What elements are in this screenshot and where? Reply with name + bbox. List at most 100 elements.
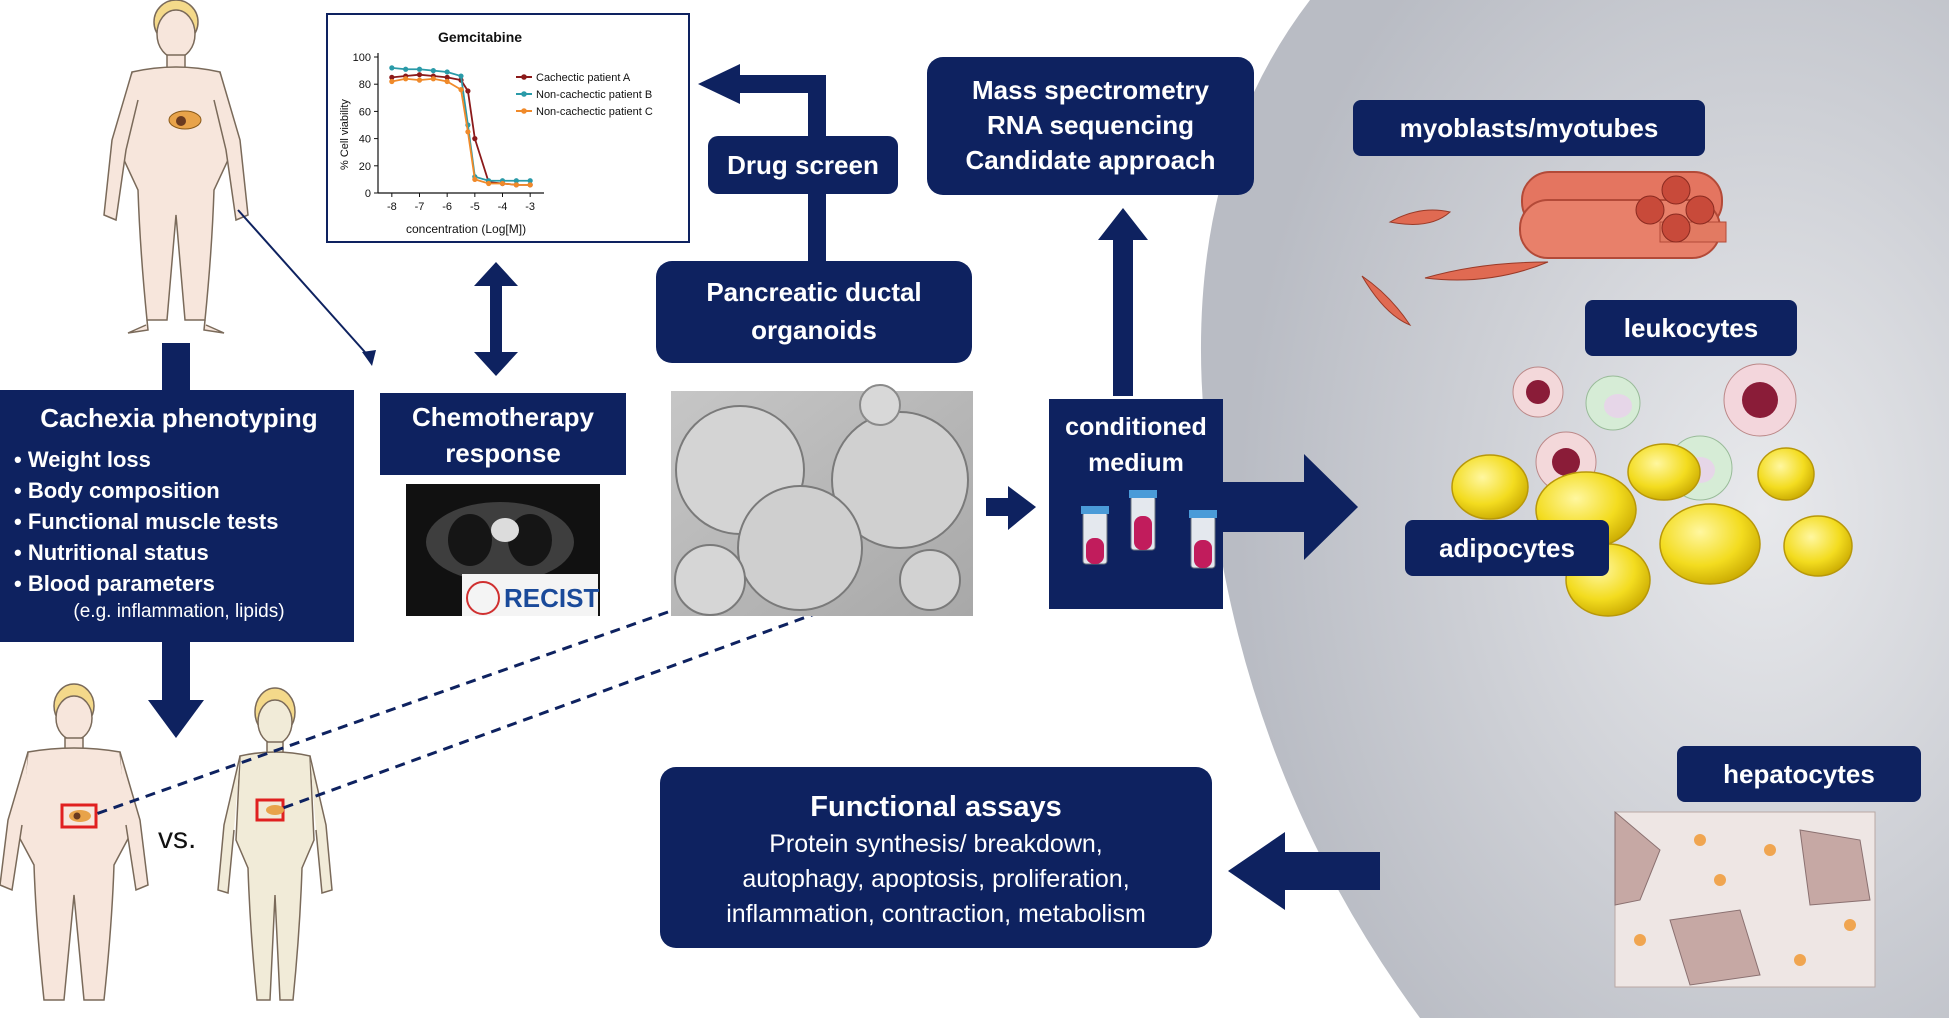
data-point [416,77,423,83]
legend-entry: Cachectic patient A [536,72,631,84]
criterion-item: Nutritional status [14,537,344,568]
x-tick-label: -6 [442,201,452,213]
double-arrow-up [474,262,518,286]
adipocytes-label: adipocytes [1439,533,1575,563]
chart-xlabel: concentration (Log[M]) [406,222,526,236]
hepatocytes-label-box: hepatocytes [1677,746,1921,802]
criterion-item: Functional muscle tests [14,506,344,537]
ct-scan-image [406,484,600,616]
chemo-line-2: response [445,438,561,468]
data-point [430,76,436,82]
series-line [391,66,531,182]
data-point [499,180,506,187]
data-point [444,74,450,80]
y-tick-label: 60 [359,106,371,118]
data-point [444,78,450,85]
cachexia-phenotyping-box: Cachexia phenotyping Weight loss Body co… [0,390,354,642]
legend-entry: Non-cachectic patient B [536,89,652,101]
chart-ylabel: % Cell viability [339,99,351,170]
hepatocytes-label: hepatocytes [1723,759,1875,789]
data-point [465,88,471,94]
vs-label: vs. [158,822,197,855]
tumor-highlight-left [60,803,98,829]
medium-line-2: medium [1088,449,1184,477]
functional-title: Functional assays [810,791,1062,823]
dose-response-plot: Gemcitabine % Cell viability concentrati… [339,29,653,236]
legend-entry: Non-cachectic patient C [536,106,653,118]
organoids-line-1: Pancreatic ductal [706,277,922,307]
functional-line-2: autophagy, apoptosis, proliferation, [742,865,1130,893]
data-point [486,180,492,187]
data-point [465,129,471,135]
y-tick-label: 80 [359,79,371,91]
recist-logo: RECIST [466,580,600,616]
functional-assays-box: Functional assays Protein synthesis/ bre… [660,767,1212,948]
data-point [389,78,395,85]
series-line [391,77,531,186]
recist-cross-icon [466,581,500,615]
data-point [513,178,519,184]
cachexia-note: (e.g. inflammation, lipids) [73,601,285,622]
data-point [458,87,464,93]
x-tick-label: -4 [498,201,508,213]
arrow-to-omics [1098,208,1148,240]
legend-marker [521,91,527,97]
data-point [416,72,423,78]
omics-line-1: Mass spectrometry [972,75,1209,105]
legend-marker [521,108,527,114]
data-point [527,182,533,188]
patient-figure-non-cachectic [0,683,149,1001]
hepatocyte-illustration [1614,810,1876,988]
recist-label: RECIST [504,582,600,613]
omics-line-3: Candidate approach [965,145,1216,175]
x-tick-label: -8 [387,201,397,213]
data-point [472,176,478,182]
x-tick-label: -3 [525,201,535,213]
double-arrow-down [474,352,518,376]
y-tick-label: 20 [359,161,371,173]
data-point [403,66,409,72]
myotube-illustration [1361,171,1727,327]
chemotherapy-response-box: Chemotherapy response [380,393,626,475]
criterion-item: Body composition [14,475,344,506]
x-tick-label: -5 [470,201,480,213]
y-tick-label: 40 [359,134,371,146]
arrow-to-medium [1008,486,1036,530]
arrow-figure-to-phenotyping [162,343,190,391]
criterion-item: Weight loss [14,444,344,475]
data-point [444,69,450,75]
organoids-box: Pancreatic ductal organoids [656,261,972,363]
cachexia-criteria-list: Weight loss Body composition Functional … [14,444,344,599]
data-point [458,73,464,79]
myoblasts-label: myoblasts/myotubes [1399,113,1659,143]
tubes-overlay [1081,490,1217,569]
arrow-phenotyping-to-patients [148,700,204,738]
data-point [389,65,395,71]
patient-figure-cachectic [217,687,333,1001]
gemcitabine-chart: Gemcitabine % Cell viability concentrati… [326,13,690,243]
drug-screen-box: Drug screen [708,136,898,194]
organoid-micrograph [671,384,973,616]
arrow-to-functional-assays [1228,832,1285,910]
criterion-item: Blood parameters [14,568,344,599]
cachexia-title: Cachexia phenotyping [40,403,318,433]
data-point [527,178,533,184]
organoids-line-2: organoids [751,315,877,345]
adipocytes-label-box: adipocytes [1405,520,1609,576]
legend-marker [521,74,527,80]
functional-line-3: inflammation, contraction, metabolism [726,900,1146,928]
omics-box: Mass spectrometry RNA sequencing Candida… [927,57,1254,195]
leukocytes-label-box: leukocytes [1585,300,1797,356]
data-point [416,66,423,72]
medium-line-1: conditioned [1065,413,1207,441]
y-tick-label: 0 [365,188,371,200]
pancreas-tumor-top [168,110,202,130]
chart-title: Gemcitabine [438,29,522,45]
functional-line-1: Protein synthesis/ breakdown, [769,830,1103,858]
omics-line-2: RNA sequencing [986,110,1195,140]
drug-screen-label: Drug screen [727,150,879,180]
y-tick-label: 100 [353,52,371,64]
data-point [472,136,478,142]
chemo-line-1: Chemotherapy [411,402,595,432]
x-tick-label: -7 [415,201,425,213]
